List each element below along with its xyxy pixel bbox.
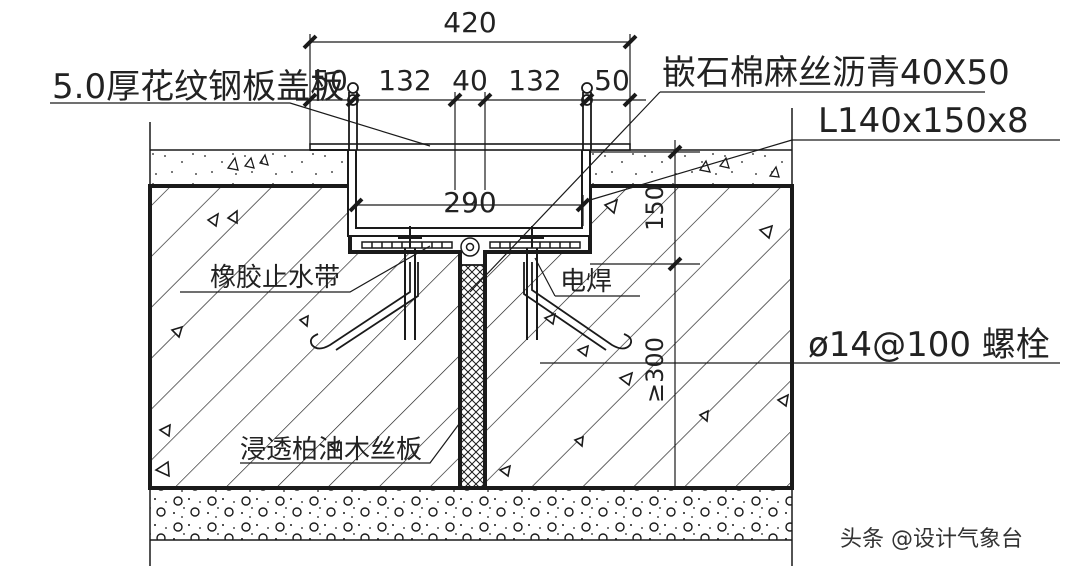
label-cover-plate: 5.0厚花纹钢板盖板 — [52, 67, 344, 107]
left-screed-layer — [150, 150, 350, 186]
label-bolt: ø14@100 螺栓 — [808, 325, 1050, 365]
label-fiberboard: 浸透柏油木丝板 — [240, 435, 422, 465]
right-anchor-bar — [523, 262, 633, 351]
plate-studs — [347, 82, 593, 150]
dim-total-width: 420 — [443, 6, 496, 39]
dim-anchor-300: ≥300 — [641, 337, 669, 403]
right-screed-layer — [590, 150, 792, 186]
concrete-aggregate-marks — [154, 198, 790, 478]
label-asbestos-fill: 嵌石棉麻丝沥青40X50 — [662, 53, 1010, 93]
label-electric-weld: 电焊 — [560, 267, 612, 297]
dim-seg-40: 40 — [452, 64, 488, 97]
left-anchor-bar — [309, 262, 419, 351]
right-dimension-lines — [590, 140, 700, 490]
label-angle-steel: L140x150x8 — [818, 101, 1029, 141]
screed-triangles — [226, 153, 780, 178]
dim-seg-50-right: 50 — [594, 64, 630, 97]
rubber-waterstop — [361, 237, 581, 257]
dim-seg-132-left: 132 — [378, 64, 431, 97]
steel-cover-plate — [309, 143, 631, 151]
dim-seg-50-left: 50 — [312, 64, 348, 97]
watermark-text: 头条 @设计气象台 — [840, 527, 1023, 552]
anchor-bolts — [398, 226, 544, 340]
dim-seg-132-right: 132 — [508, 64, 561, 97]
fiberboard-joint-fill — [459, 264, 486, 489]
dim-depth-150: 150 — [641, 185, 669, 231]
gravel-base-layer — [150, 488, 792, 540]
label-rubber-waterstop: 橡胶止水带 — [210, 263, 340, 293]
leader-lines — [50, 91, 1060, 464]
dim-inner-width: 290 — [443, 186, 496, 219]
